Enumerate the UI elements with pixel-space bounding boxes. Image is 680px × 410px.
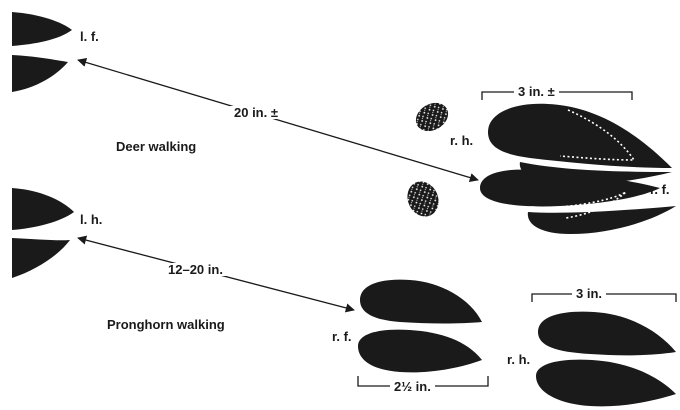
- deer-left-front-label: l. f.: [80, 30, 99, 43]
- deer-right-front-hoof-lower: [528, 206, 676, 234]
- deer-width-label: 3 in. ±: [514, 85, 559, 98]
- pronghorn-right-hind-hoof-lower: [536, 360, 676, 407]
- pronghorn-right-front-hoof-lower: [358, 330, 482, 373]
- pronghorn-right-hind-hoof-upper: [538, 312, 676, 356]
- deer-dewclaw-lower: [402, 176, 444, 221]
- deer-stride-label: 20 in. ±: [230, 106, 282, 119]
- deer-right-front-label: r. f.: [650, 183, 670, 196]
- deer-left-front-lower-hoof: [12, 55, 68, 92]
- pronghorn-left-hind-label: l. h.: [80, 213, 102, 226]
- deer-right-hind-hoof-upper: [488, 104, 672, 168]
- pronghorn-width-label: 2½ in.: [390, 380, 435, 393]
- pronghorn-stride-label: 12–20 in.: [164, 263, 227, 276]
- deer-dewclaw-upper: [411, 97, 453, 137]
- pronghorn-right-front-label: r. f.: [332, 330, 352, 343]
- pronghorn-right-front-hoof-upper: [360, 280, 482, 324]
- deer-left-hind-lower-hoof: [12, 238, 70, 278]
- pronghorn-width2-label: 3 in.: [572, 287, 606, 300]
- pronghorn-right-hind-label: r. h.: [507, 353, 530, 366]
- pronghorn-caption: Pronghorn walking: [107, 318, 225, 331]
- deer-right-hind-label: r. h.: [450, 134, 473, 147]
- deer-caption: Deer walking: [116, 140, 196, 153]
- deer-left-hind-upper-hoof: [12, 188, 74, 230]
- deer-left-front-upper-hoof: [12, 12, 72, 46]
